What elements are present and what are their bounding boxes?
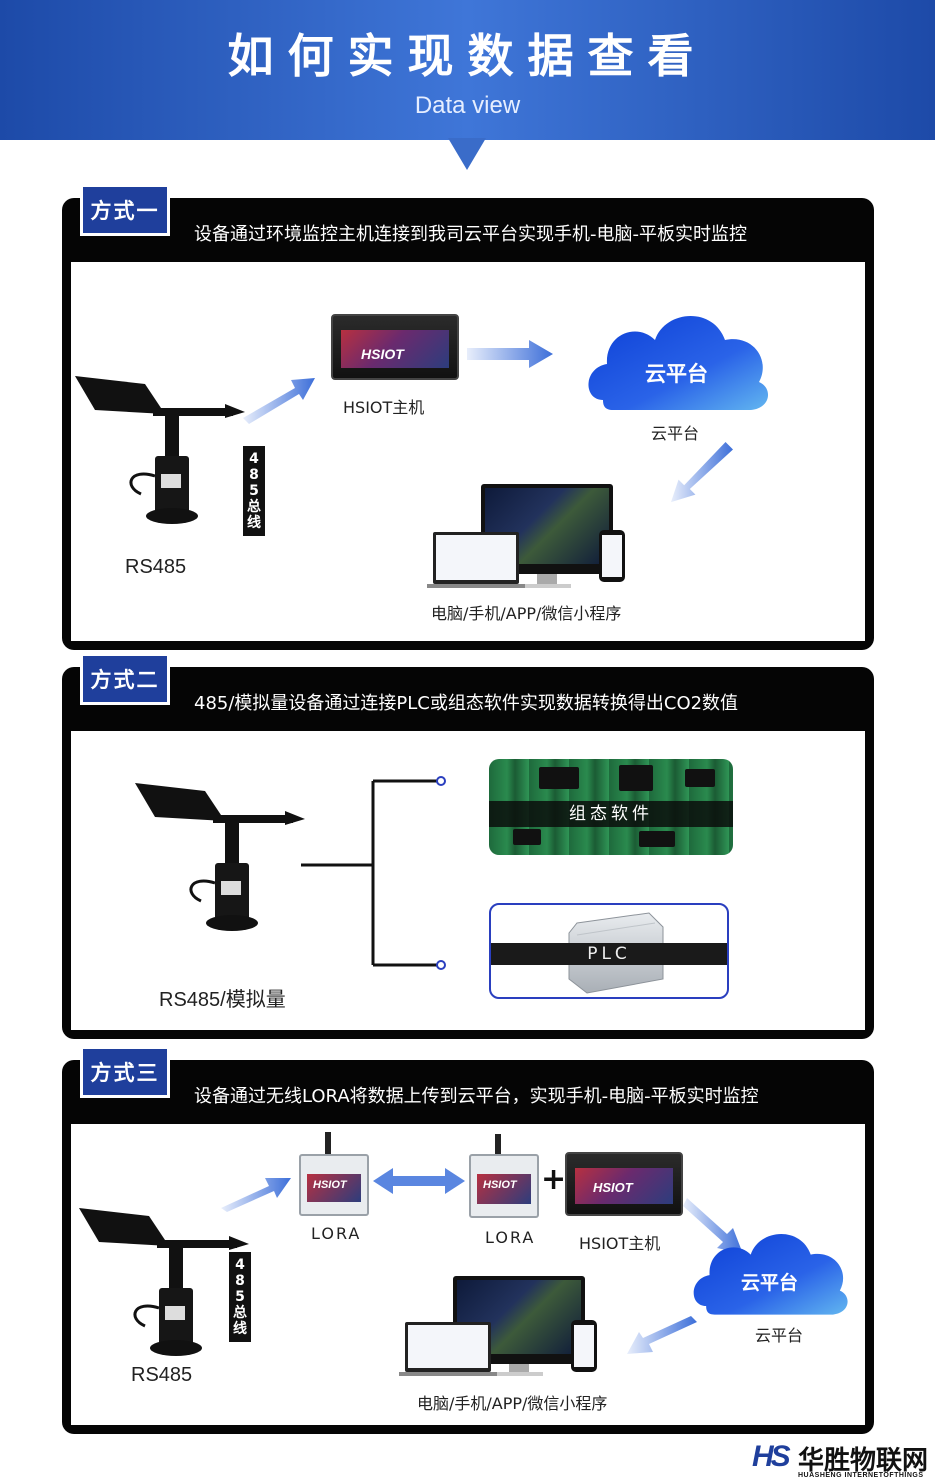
company-name: 华胜物联网 <box>798 1446 929 1476</box>
method3-host-label: HSIOT主机 <box>579 1234 661 1253</box>
method3-devices-label: 电脑/手机/APP/微信小程序 <box>417 1394 608 1413</box>
arrow-icon <box>467 340 553 368</box>
method3-badge: 方式三 <box>80 1046 170 1098</box>
logo-mark-icon: HS <box>752 1440 791 1473</box>
arrow-icon <box>221 1178 291 1212</box>
method2-content: RS485/模拟量 组态软件 PLC <box>71 731 865 1030</box>
company-name-en: HUASHENG INTERNETOFTHINGS <box>798 1472 924 1479</box>
lora2-label: LORA <box>485 1228 536 1247</box>
page-subtitle: Data view <box>414 92 521 119</box>
antenna <box>325 1132 331 1156</box>
plus-sign: + <box>541 1162 567 1197</box>
method2-description: 485/模拟量设备通过连接PLC或组态软件实现数据转换得出CO2数值 <box>194 693 739 714</box>
arrow-icon <box>683 1198 743 1254</box>
page-title: 如何实现数据查看 <box>227 29 708 83</box>
laptop-icon <box>433 532 519 584</box>
wind-vane-icon <box>135 783 307 933</box>
method1-description: 设备通过环境监控主机连接到我司云平台实现手机-电脑-平板实时监控 <box>194 224 747 245</box>
method1-badge: 方式一 <box>80 184 170 236</box>
pcb-icon: 组态软件 <box>489 759 733 855</box>
connector-lines <box>301 776 446 970</box>
hsiot-host-icon: HSIOT <box>565 1152 683 1216</box>
company-logo: HS 华胜物联网 HUASHENG INTERNETOFTHINGS <box>752 1440 935 1481</box>
method2-badge: 方式二 <box>80 653 170 705</box>
laptop-icon <box>405 1322 491 1372</box>
lora1-label: LORA <box>311 1224 362 1243</box>
method1-devices-label: 电脑/手机/APP/微信小程序 <box>431 604 622 623</box>
antenna <box>495 1134 501 1158</box>
method1-cloud-label: 云平台 <box>651 424 700 443</box>
lora-module-icon: HSIOT <box>299 1154 369 1216</box>
software-label: 组态软件 <box>489 801 733 827</box>
lora-module-icon: HSIOT <box>469 1154 539 1218</box>
plc-label: PLC <box>491 943 727 965</box>
method3-cloud-text: 云平台 <box>741 1272 799 1294</box>
wind-vane-icon <box>75 376 247 526</box>
method3-sensor-label: RS485 <box>131 1364 193 1386</box>
plc-icon: PLC <box>489 903 729 999</box>
method3-section: 方式三 设备通过无线LORA将数据上传到云平台，实现手机-电脑-平板实时监控 R… <box>62 1046 874 1434</box>
arrow-icon <box>671 442 733 503</box>
method2-section: 方式二 485/模拟量设备通过连接PLC或组态软件实现数据转换得出CO2数值 R… <box>62 653 874 1039</box>
bidirectional-arrow-icon <box>373 1168 465 1194</box>
method2-sensor-label: RS485/模拟量 <box>159 989 286 1011</box>
hsiot-host-icon: HSIOT <box>331 314 459 380</box>
header-down-arrow-icon <box>448 138 486 170</box>
method1-cloud-text: 云平台 <box>645 362 708 386</box>
arrow-icon <box>243 378 315 424</box>
header-banner: 如何实现数据查看 Data view <box>0 0 935 140</box>
phone-icon <box>599 530 625 582</box>
phone-icon <box>571 1320 597 1372</box>
method1-section: 方式一 设备通过环境监控主机连接到我司云平台实现手机-电脑-平板实时监控 RS4… <box>62 184 874 650</box>
method1-host-label: HSIOT主机 <box>343 398 425 417</box>
method3-cloud-label: 云平台 <box>755 1326 804 1345</box>
method1-sensor-label: RS485 <box>125 556 187 578</box>
method3-description: 设备通过无线LORA将数据上传到云平台，实现手机-电脑-平板实时监控 <box>194 1086 759 1107</box>
arrow-icon <box>627 1316 697 1354</box>
